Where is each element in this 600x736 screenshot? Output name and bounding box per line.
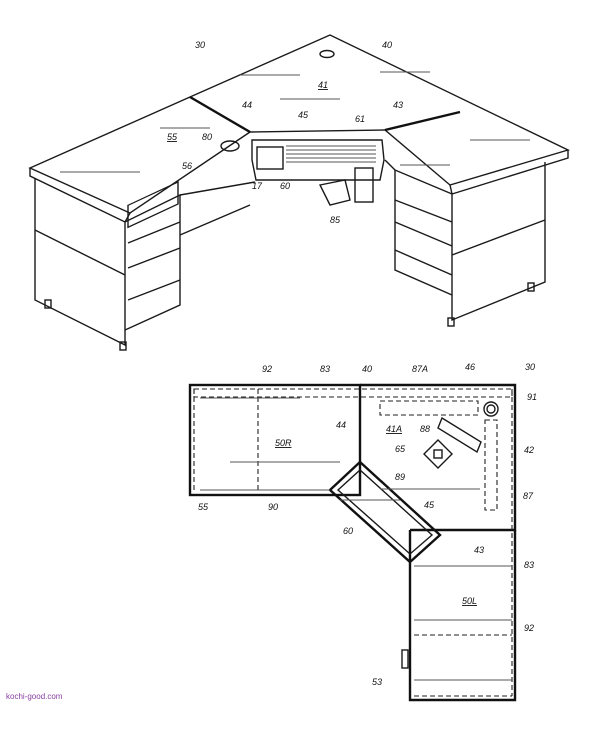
ref-label: 41 xyxy=(318,80,328,90)
ref-label: 87 xyxy=(523,491,534,501)
ref-label: 42 xyxy=(524,445,534,455)
ref-label: 55 xyxy=(198,502,209,512)
ref-label: 43 xyxy=(474,545,484,555)
ref-label: 91 xyxy=(527,392,537,402)
ref-label: 56 xyxy=(182,161,192,171)
ref-label: 40 xyxy=(382,40,392,50)
ref-label: 83 xyxy=(320,364,330,374)
ref-label: 50L xyxy=(462,596,477,606)
grommet-icon xyxy=(483,401,499,417)
ref-label: 30 xyxy=(195,40,205,50)
ref-label: 17 xyxy=(252,181,263,191)
ref-label: 90 xyxy=(268,502,278,512)
perspective-desk-view: 30 40 41 44 43 45 61 55 80 56 17 60 85 xyxy=(28,34,570,351)
ref-label: 87A xyxy=(412,364,428,374)
ref-label: 44 xyxy=(242,100,252,110)
ref-label: 40 xyxy=(362,364,372,374)
ref-label: 60 xyxy=(343,526,353,536)
plan-desk-view: 92 83 40 87A 46 30 91 44 41A 88 50R 65 4… xyxy=(188,362,537,702)
ref-label: 45 xyxy=(424,500,435,510)
ref-label: 44 xyxy=(336,420,346,430)
mouse-icon xyxy=(220,140,240,152)
ref-label: 60 xyxy=(280,181,290,191)
watermark: kochi-good.com xyxy=(6,692,63,701)
grommet-icon xyxy=(319,49,335,59)
ref-label: 85 xyxy=(330,215,341,225)
ref-label: 41A xyxy=(386,424,402,434)
ref-label: 30 xyxy=(525,362,535,372)
ref-label: 65 xyxy=(395,444,406,454)
ref-label: 55 xyxy=(167,132,178,142)
ref-label: 43 xyxy=(393,100,403,110)
ref-label: 92 xyxy=(524,623,534,633)
ref-label: 83 xyxy=(524,560,534,570)
ref-label: 50R xyxy=(275,438,292,448)
ref-label: 53 xyxy=(372,677,382,687)
ref-label: 80 xyxy=(202,132,212,142)
ref-label: 88 xyxy=(420,424,430,434)
ref-label: 45 xyxy=(298,110,309,120)
ref-label: 89 xyxy=(395,472,405,482)
ref-label: 92 xyxy=(262,364,272,374)
ref-label: 61 xyxy=(355,114,365,124)
ref-label: 46 xyxy=(465,362,475,372)
